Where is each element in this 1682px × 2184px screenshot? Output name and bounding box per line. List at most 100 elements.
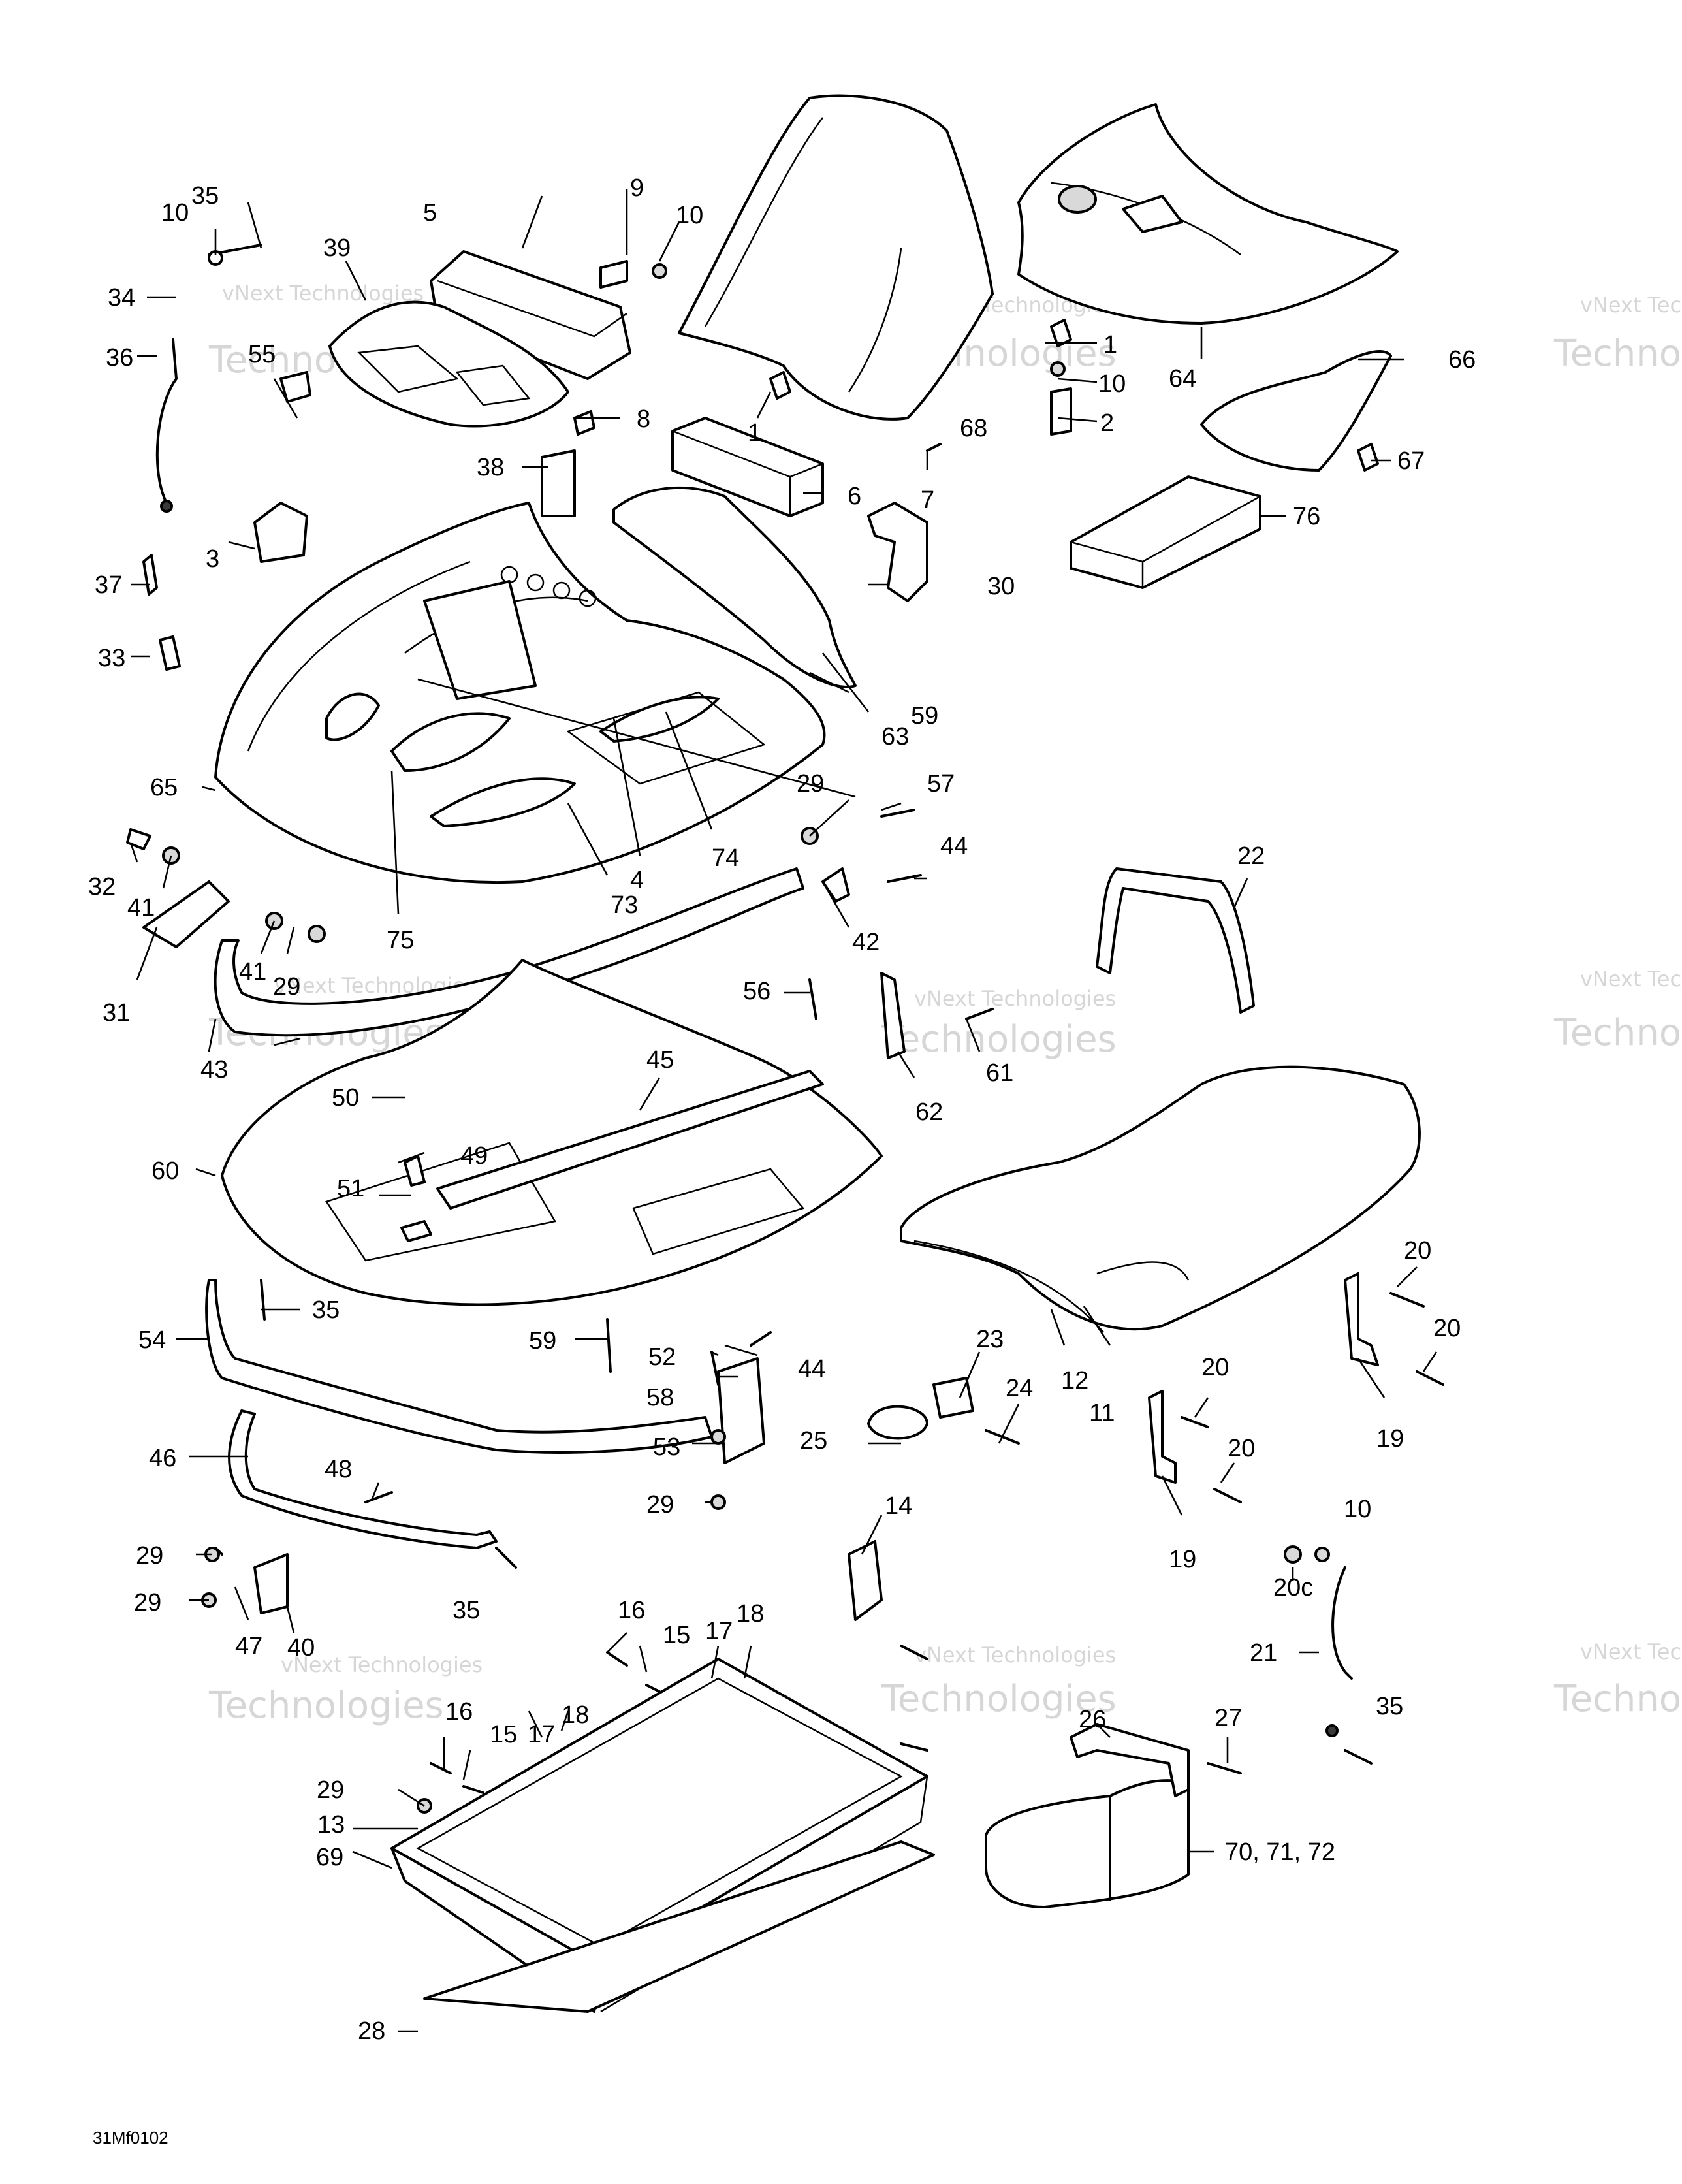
- watermark-text: vNext Technologies: [914, 1643, 1116, 1667]
- callout-label: 36: [106, 344, 133, 372]
- watermark-text: vNext Technologies: [914, 986, 1116, 1011]
- leader-lines: [129, 189, 1438, 2032]
- callout-label: 18: [737, 1600, 764, 1628]
- callout-label: 33: [98, 645, 125, 672]
- callout-label: 1: [1103, 331, 1117, 359]
- callout-label: 29: [797, 770, 824, 797]
- callout-label: 12: [1061, 1367, 1088, 1394]
- watermark-text: Technologies: [881, 1018, 1117, 1061]
- callout-label: 41: [239, 958, 266, 986]
- callout-label: 19: [1169, 1546, 1196, 1573]
- callout-label: 16: [445, 1698, 473, 1726]
- callout-label: 44: [940, 833, 968, 860]
- callout-labels: 1 1 2 3 4 5 6 7 8 9 10 10 10 10 11 12 13…: [88, 174, 1476, 2045]
- callout-label: 34: [108, 284, 135, 312]
- gauge-bezel-part: [328, 300, 569, 428]
- callout-label: 44: [798, 1355, 825, 1383]
- bumper-rod-part: [228, 1409, 498, 1549]
- callout-label: 45: [646, 1046, 674, 1074]
- callout-label: 14: [885, 1492, 912, 1520]
- callout-label: 75: [387, 927, 414, 954]
- callout-label: 10: [161, 199, 189, 227]
- callout-label: 62: [915, 1099, 943, 1126]
- watermark-text: vNext Technologies: [1580, 1639, 1682, 1664]
- callout-label: 59: [911, 702, 938, 730]
- callout-label: 51: [337, 1175, 364, 1202]
- callout-label: 31: [103, 999, 130, 1027]
- fasteners: [126, 244, 1444, 1814]
- callout-label: 29: [646, 1491, 674, 1518]
- callout-label: 39: [323, 234, 351, 262]
- callout-label: 67: [1397, 447, 1425, 475]
- callout-label: 20c: [1273, 1574, 1313, 1601]
- callout-label: 66: [1448, 346, 1476, 374]
- callout-label: 43: [200, 1056, 228, 1084]
- grab-handle-part: [1096, 867, 1255, 1014]
- callout-label: 6: [848, 483, 861, 510]
- callout-label: 21: [1250, 1639, 1277, 1667]
- callout-label: 10: [1344, 1496, 1371, 1523]
- callout-label: 28: [358, 2017, 385, 2045]
- callout-label: 15: [663, 1622, 690, 1649]
- callout-label: 64: [1169, 365, 1196, 393]
- callout-label: 5: [423, 199, 437, 227]
- bag-part: [985, 1779, 1190, 1908]
- callout-label: 18: [562, 1701, 589, 1729]
- side-scoop-part: [1200, 350, 1392, 472]
- callout-label: 69: [316, 1844, 343, 1871]
- callout-label: 15: [490, 1721, 517, 1748]
- callout-label: 22: [1237, 843, 1265, 870]
- callout-label: 52: [648, 1343, 676, 1371]
- callout-label: 60: [151, 1157, 179, 1185]
- callout-label: 59: [529, 1327, 556, 1355]
- belly-pan-part: [221, 959, 883, 1306]
- watermark-text: Technologies: [208, 1684, 444, 1727]
- callout-label: 76: [1293, 503, 1320, 530]
- callout-label: 10: [1098, 370, 1126, 398]
- callout-label: 38: [477, 454, 504, 481]
- callout-label: 42: [852, 929, 880, 956]
- hood-part: [214, 502, 826, 884]
- callout-label: 37: [95, 571, 122, 599]
- side-trim-part: [612, 486, 857, 688]
- bracket-part: [867, 502, 928, 602]
- callout-label: 54: [138, 1326, 166, 1354]
- callout-label: 58: [646, 1384, 674, 1411]
- figure-code: 31Mf0102: [93, 2128, 168, 2147]
- callout-label: 20: [1201, 1354, 1229, 1381]
- callout-label: 4: [630, 867, 644, 894]
- callout-label: 29: [136, 1542, 163, 1569]
- callout-label: 49: [460, 1142, 488, 1170]
- callout-label: 20: [1433, 1315, 1461, 1342]
- callout-label: 47: [235, 1633, 262, 1660]
- callout-label: 50: [332, 1084, 359, 1112]
- callout-label: 30: [987, 573, 1015, 600]
- callout-label: 63: [881, 723, 909, 750]
- callout-label: 73: [611, 891, 638, 919]
- callout-label: 26: [1079, 1706, 1106, 1733]
- callout-label: 11: [1089, 1400, 1115, 1427]
- callout-label: 27: [1214, 1705, 1242, 1732]
- callout-label: 2: [1100, 410, 1114, 437]
- upper-panel-part: [1017, 103, 1399, 325]
- callout-label: 7: [921, 487, 934, 514]
- callout-label: 9: [630, 174, 644, 202]
- callout-label: 35: [452, 1597, 480, 1624]
- watermark-text: Technologies: [1553, 332, 1682, 375]
- callout-label: 24: [1006, 1375, 1033, 1402]
- callout-label: 35: [312, 1296, 340, 1324]
- callout-label: 56: [743, 978, 770, 1005]
- callout-label: 17: [705, 1618, 733, 1645]
- pad-part: [1070, 475, 1262, 589]
- callout-label: 35: [191, 182, 219, 210]
- mat-part: [423, 1840, 935, 2013]
- callout-label: 20: [1404, 1237, 1431, 1264]
- watermark-text: Technologies: [881, 1678, 1117, 1720]
- rail-part: [436, 1070, 824, 1210]
- callout-label: 48: [325, 1456, 352, 1483]
- callout-label: 68: [960, 415, 987, 442]
- callout-label: 55: [248, 341, 276, 368]
- callout-label: 32: [88, 873, 116, 901]
- windshield-part: [678, 94, 994, 421]
